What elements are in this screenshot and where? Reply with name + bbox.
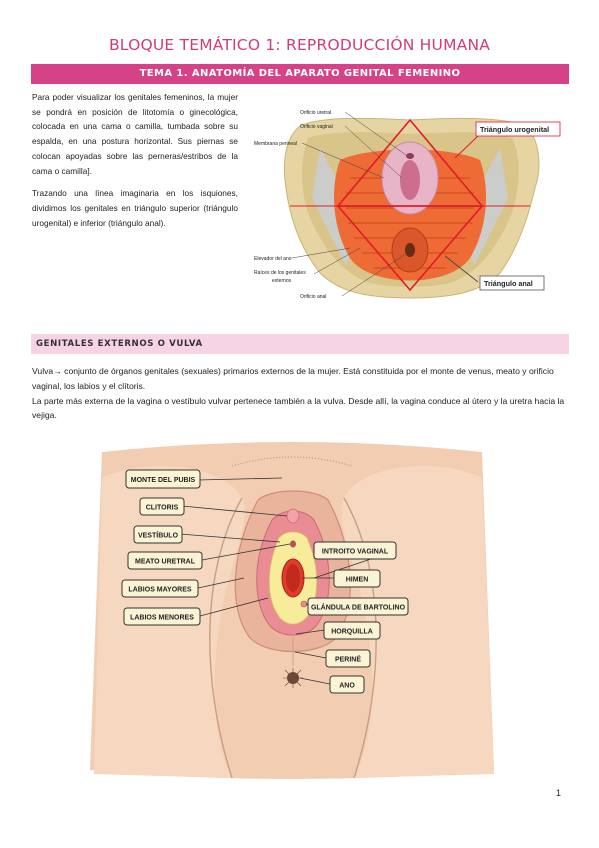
label-ano: ANO: [329, 675, 365, 694]
label-elevador-ano: Elevador del ano: [254, 256, 292, 262]
leader-uretral: [344, 111, 407, 156]
leader-perine: [294, 651, 327, 659]
label-bartolino: GLÁNDULA DE BARTOLINO: [307, 597, 409, 616]
svg-text:LABIOS MAYORES: LABIOS MAYORES: [128, 587, 191, 594]
svg-text:ANO: ANO: [339, 683, 355, 690]
leader-anal-triangle: [444, 255, 479, 283]
label-perine: PERINÉ: [325, 649, 371, 668]
leader-clitoris: [181, 505, 288, 517]
orificio-vaginal-shape: [400, 160, 420, 200]
svg-text:GLÁNDULA DE BARTOLINO: GLÁNDULA DE BARTOLINO: [311, 603, 406, 612]
orificio-uretral-shape: [406, 153, 414, 159]
vulva-text: Vulva→ conjunto de órganos genitales (se…: [32, 364, 572, 423]
crease-left: [209, 497, 243, 779]
label-himen: HIMEN: [333, 569, 381, 588]
leader-anal: [341, 253, 407, 297]
ano-rays: [283, 668, 303, 688]
leader-labios-menores: [199, 597, 269, 617]
svg-text:MEATO URETRAL: MEATO URETRAL: [135, 559, 196, 566]
label-triangulo-urogenital: Triángulo urogenital: [480, 125, 549, 134]
intro-paragraph-1: Para poder visualizar los genitales feme…: [32, 92, 238, 176]
label-vestibulo: VESTÍBULO: [133, 525, 183, 544]
intro-paragraph-2: Trazando una línea imaginaria en los isq…: [32, 188, 238, 228]
bartolino-shape: [300, 600, 308, 608]
label-introito-vaginal: INTROITO VAGINAL: [313, 541, 397, 560]
label-labios-menores: LABIOS MENORES: [123, 607, 201, 626]
leader-monte: [197, 477, 283, 481]
svg-text:PERINÉ: PERINÉ: [335, 655, 361, 664]
bloque-title: BLOQUE TEMÁTICO 1: REPRODUCCIÓN HUMANA: [108, 36, 491, 54]
box-triangulo-urogenital: [475, 121, 561, 137]
label-monte-pubis: MONTE DEL PUBIS: [125, 469, 201, 489]
svg-text:VESTÍBULO: VESTÍBULO: [138, 531, 179, 540]
leader-vaginal: [344, 125, 403, 179]
svg-text:HIMEN: HIMEN: [346, 577, 369, 584]
label-orificio-uretral: Orificio uretral: [300, 110, 331, 116]
leader-introito: [313, 555, 381, 579]
vulva-definition: Vulva→ conjunto de órganos genitales (se…: [32, 366, 554, 391]
leader-horquilla: [295, 629, 326, 635]
vulva-illustration: MONTE DEL PUBIS CLITORIS VESTÍBULO MEATO…: [90, 442, 494, 779]
svg-text:MONTE DEL PUBIS: MONTE DEL PUBIS: [131, 477, 196, 484]
label-membrana-perineal: Membrana perineal: [254, 141, 297, 147]
label-orificio-vaginal: Orificio vaginal: [300, 124, 333, 130]
label-raices: Raíces de los genitales externos: [254, 270, 307, 284]
leader-raices: [313, 247, 361, 275]
pubic-hair: [231, 456, 353, 467]
leader-elevador: [291, 247, 351, 259]
meato-uretral-shape: [290, 540, 296, 548]
leader-vestibulo: [179, 533, 281, 543]
clitoris-shape: [286, 508, 300, 524]
perineal-muscle: [334, 149, 486, 281]
label-triangulo-anal: Triángulo anal: [484, 279, 533, 288]
svg-text:INTROITO VAGINAL: INTROITO VAGINAL: [322, 549, 389, 556]
label-horquilla: HORQUILLA: [323, 621, 381, 640]
leader-meato: [201, 543, 291, 561]
orificio-anal-shape: [405, 243, 415, 257]
intro-text: Para poder visualizar los genitales feme…: [32, 90, 238, 238]
svg-text:HORQUILLA: HORQUILLA: [331, 629, 373, 636]
label-clitoris: CLITORIS: [139, 497, 185, 516]
leader-membrana: [301, 142, 385, 179]
label-meato-uretral: MEATO URETRAL: [127, 551, 203, 570]
section-heading-vulva: GENITALES EXTERNOS O VULVA: [31, 334, 569, 354]
vulva-vestibule: La parte más externa de la vagina o vest…: [32, 395, 565, 421]
leader-ano: [299, 677, 331, 685]
svg-text:CLITORIS: CLITORIS: [146, 505, 179, 512]
perineum-triangles-figure: Orificio uretral Orificio vaginal Membra…: [254, 110, 561, 300]
tema-title: TEMA 1. ANATOMÍA DEL APARATO GENITAL FEM…: [31, 64, 569, 84]
page-number: 1: [556, 788, 562, 798]
leader-urogenital: [454, 135, 479, 159]
svg-text:LABIOS MENORES: LABIOS MENORES: [130, 615, 194, 622]
leader-labios-mayores: [197, 577, 245, 589]
box-triangulo-anal: [479, 275, 545, 291]
himen-shape: [286, 564, 300, 592]
label-labios-mayores: LABIOS MAYORES: [121, 579, 199, 598]
label-orificio-anal: Orificio anal: [300, 294, 326, 300]
